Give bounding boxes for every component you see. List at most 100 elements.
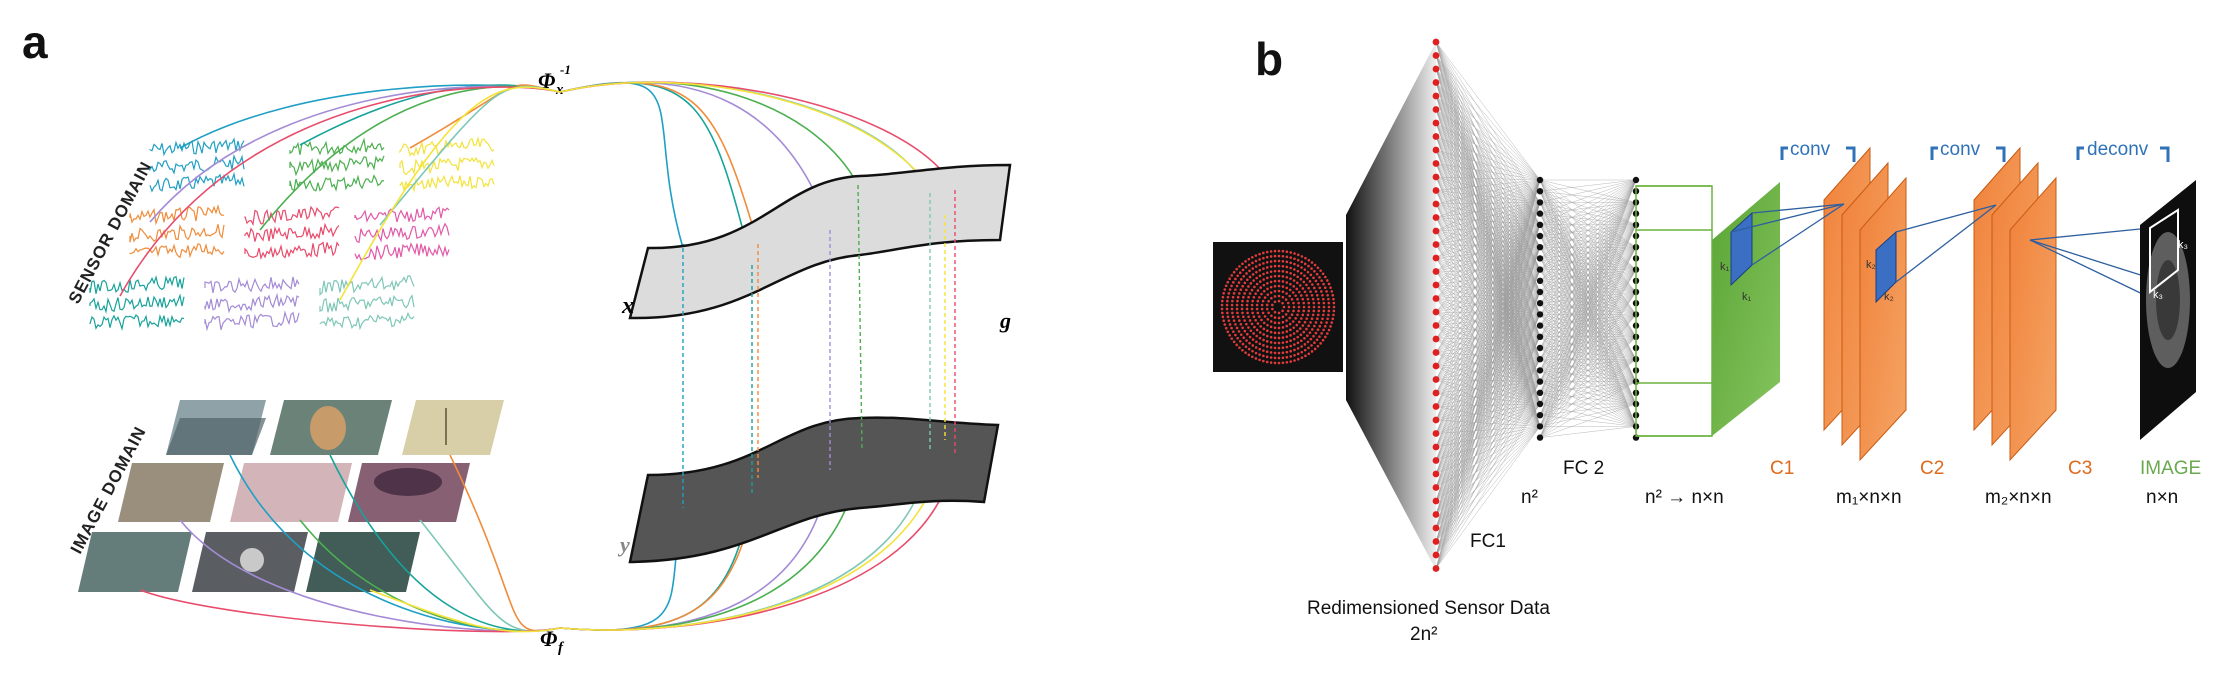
sensor-dot [1312, 309, 1316, 313]
sensor-dot [1303, 343, 1307, 346]
sensor-dot [1293, 353, 1296, 357]
fc2-edge [1539, 179, 1637, 237]
sensor-dot [1285, 360, 1289, 364]
sensor-dot [1285, 270, 1289, 274]
sensor-dot [1234, 323, 1237, 326]
fc1-node [1536, 277, 1544, 284]
output-kernel-label-b: k₃ [2153, 289, 2163, 301]
sensor-dot [1300, 260, 1304, 264]
fc1-edge [1435, 179, 1541, 461]
sensor-dot [1238, 346, 1241, 349]
sensor-dot [1320, 290, 1323, 293]
sensor-dot [1258, 342, 1262, 346]
sensor-dot [1273, 321, 1277, 325]
sensor-dot [1259, 286, 1263, 289]
fc1-edge [1435, 179, 1541, 569]
fc2-edge [1539, 202, 1637, 438]
sensor-dot [1232, 281, 1235, 284]
sensor-dot [1281, 336, 1285, 339]
fc1-edge [1435, 163, 1541, 225]
sensor-dot [1327, 297, 1330, 301]
sensor-dot [1296, 341, 1300, 345]
fc1-edge [1435, 179, 1541, 448]
fc1-edge [1435, 224, 1541, 313]
sensor-dot [1255, 276, 1258, 280]
signal-trace [289, 174, 385, 192]
sensor-dot [1285, 335, 1289, 339]
sensor-dot [1235, 267, 1238, 271]
fc1-edge [1435, 403, 1541, 569]
sensor-dot [1285, 355, 1289, 359]
output-kernel [2149, 208, 2179, 295]
sensor-dot [1251, 267, 1255, 270]
sensor-dot [1321, 317, 1324, 321]
sensor-dot [1325, 332, 1329, 335]
sensor-dot [1296, 347, 1300, 350]
sensor-dot [1324, 335, 1327, 339]
sensor-dot [1251, 355, 1254, 359]
sensor-dot [1232, 319, 1236, 322]
fc1-edge [1435, 149, 1541, 181]
sensor-dot [1269, 351, 1273, 354]
fc2-edge [1539, 179, 1637, 293]
sensor-dot [1221, 311, 1224, 315]
sensor-dot [1332, 313, 1335, 317]
input-node [1432, 470, 1440, 478]
sensor-dot [1244, 345, 1248, 348]
sensor-dot [1299, 339, 1303, 343]
sensor-dot [1248, 335, 1252, 339]
sensor-dot [1277, 279, 1281, 283]
sensor-dot [1240, 303, 1244, 307]
sensor-dot [1265, 360, 1269, 364]
input-node [1432, 362, 1440, 370]
sensor-dot [1315, 338, 1319, 342]
c1-kernel-label-a: k₁ [1720, 261, 1730, 273]
sensor-dot [1300, 345, 1303, 348]
image-thumbnails [78, 400, 504, 592]
sensor-dot [1242, 274, 1246, 278]
fc1-edge [1435, 224, 1541, 259]
brain-inner [2156, 260, 2180, 340]
sensor-dot [1327, 328, 1331, 332]
fc1-edge [1435, 314, 1541, 556]
fc1-edge [1435, 163, 1541, 203]
deconv-arrow-left [2076, 146, 2084, 160]
sensor-dot [1281, 264, 1285, 268]
sensor-dot [1313, 269, 1316, 273]
sensor-dot [1277, 289, 1281, 293]
sensor-dot [1310, 283, 1314, 286]
sensor-dot [1259, 325, 1263, 328]
input-node [1432, 524, 1440, 532]
conv1-arrow-right [1846, 146, 1856, 162]
sensor-dot [1322, 301, 1326, 305]
sensor-dot [1252, 315, 1256, 319]
c2-kernel-label-b: k₂ [1884, 291, 1894, 303]
fc1-edge [1435, 179, 1541, 313]
fc1-node [1536, 412, 1544, 419]
sensor-dot [1315, 272, 1319, 276]
fc2-edge [1539, 381, 1637, 427]
sensor-dot [1307, 305, 1311, 309]
fc2-label: FC 2 [1563, 458, 1604, 479]
sensor-dot [1236, 299, 1239, 303]
sensor-dot [1277, 259, 1281, 263]
signal-trace [244, 222, 340, 242]
image-label: IMAGE [2140, 458, 2201, 479]
sensor-dot [1277, 321, 1281, 325]
fc1-edge [1435, 224, 1541, 488]
sensor-dot [1254, 265, 1258, 268]
sensor-dot [1262, 278, 1265, 281]
sensor-dot [1318, 286, 1322, 290]
c2-dim-label: m₁×n×n [1836, 487, 1902, 508]
sensor-dot [1258, 331, 1262, 334]
sensor-dot [1228, 323, 1232, 326]
sensor-dot [1236, 274, 1239, 278]
sensor-dot [1239, 322, 1243, 326]
sensor-dot [1273, 331, 1277, 335]
fc1-edge [1435, 224, 1541, 407]
input-node [1432, 308, 1440, 316]
fc1-edge [1435, 179, 1541, 232]
sensor-dot [1322, 328, 1325, 332]
sensor-dot [1292, 326, 1296, 329]
sensor-dot [1241, 326, 1244, 330]
